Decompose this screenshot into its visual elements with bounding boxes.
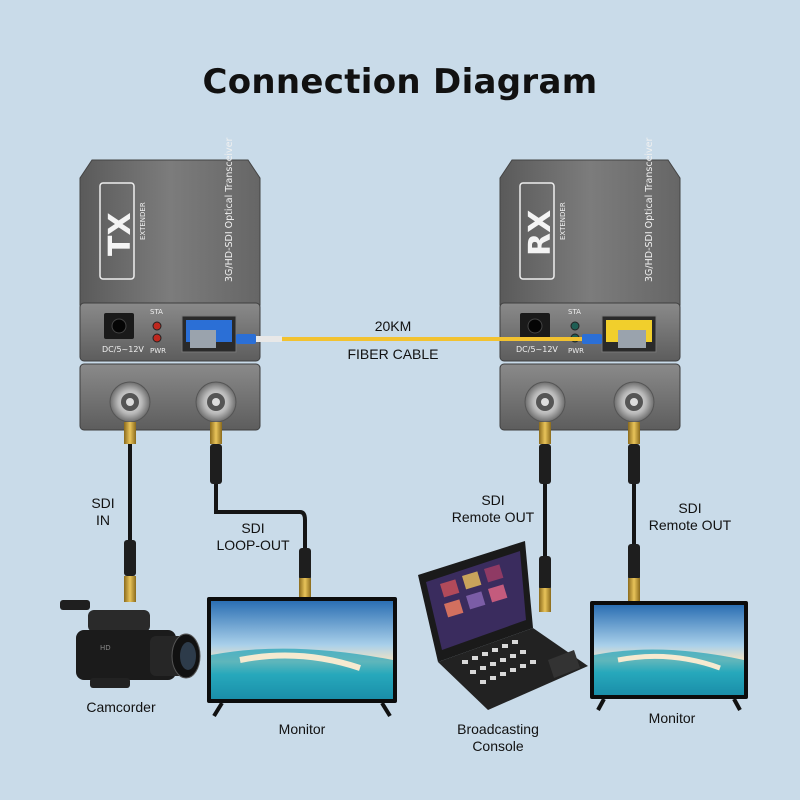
camcorder-label: Camcorder bbox=[86, 699, 156, 715]
rx-sfp-port bbox=[601, 315, 657, 353]
console-label-line1: Broadcasting bbox=[457, 721, 539, 737]
rx-sta-led bbox=[570, 321, 580, 331]
console-label: Broadcasting Console bbox=[446, 721, 550, 755]
sdi-loop-label-line2: LOOP-OUT bbox=[216, 537, 290, 553]
tx-product-name: 3G/HD-SDI Optical Transceiver bbox=[224, 137, 235, 282]
fiber-distance-label: 20KM bbox=[374, 318, 412, 334]
tx-sfp-port bbox=[181, 315, 237, 353]
sdi-in-label-line1: SDI bbox=[91, 495, 115, 511]
rx-extender-text: EXTENDER bbox=[559, 202, 567, 240]
tx-sta-label: STA bbox=[150, 308, 163, 316]
rx-sta-label: STA bbox=[568, 308, 581, 316]
sdi-cable-remote-1 bbox=[539, 422, 551, 612]
sdi-remote-label-1: SDI Remote OUT bbox=[446, 492, 540, 526]
rx-bnc-out-1 bbox=[524, 381, 566, 423]
monitor-left-image bbox=[207, 597, 397, 718]
tx-sta-led bbox=[152, 321, 162, 331]
tx-bnc-in bbox=[109, 381, 151, 423]
fiber-cable bbox=[236, 334, 602, 344]
monitor-right-image bbox=[590, 601, 748, 711]
sdi-in-label-line2: IN bbox=[96, 512, 110, 528]
tx-badge-text: TX bbox=[103, 212, 138, 256]
tx-power-label: DC/5~12V bbox=[102, 345, 144, 354]
rx-pwr-label: PWR bbox=[568, 347, 584, 355]
sdi-cable-remote-2 bbox=[628, 422, 640, 602]
rx-badge-text: RX bbox=[523, 210, 558, 256]
sdi-remote-label-2-line1: SDI bbox=[678, 500, 702, 516]
tx-badge: TX EXTENDER bbox=[99, 182, 147, 280]
tx-bnc-loop bbox=[195, 381, 237, 423]
monitor-right-label: Monitor bbox=[648, 710, 696, 726]
tx-unit: TX EXTENDER 3G/HD-SDI Optical Transceive… bbox=[79, 137, 261, 431]
sdi-cable-loop bbox=[210, 422, 311, 598]
sdi-remote-label-1-line1: SDI bbox=[481, 492, 505, 508]
rx-bnc-out-2 bbox=[613, 381, 655, 423]
sdi-loop-label-line1: SDI bbox=[241, 520, 265, 536]
sdi-loop-label: SDI LOOP-OUT bbox=[205, 520, 301, 554]
console-label-line2: Console bbox=[472, 738, 524, 754]
svg-text:HD: HD bbox=[100, 644, 111, 652]
sdi-remote-label-2: SDI Remote OUT bbox=[640, 500, 740, 534]
fiber-cable-label: FIBER CABLE bbox=[347, 346, 439, 362]
tx-pwr-led bbox=[152, 333, 162, 343]
sdi-cable-in bbox=[124, 422, 136, 602]
rx-badge: RX EXTENDER bbox=[519, 182, 567, 280]
page-title: Connection Diagram bbox=[202, 62, 598, 102]
rx-power-label: DC/5~12V bbox=[516, 345, 558, 354]
rx-product-name: 3G/HD-SDI Optical Transceiver bbox=[644, 137, 655, 282]
monitor-left-label: Monitor bbox=[278, 721, 326, 737]
camcorder-image: HD bbox=[60, 600, 201, 688]
rx-unit: RX EXTENDER 3G/HD-SDI Optical Transceive… bbox=[499, 137, 681, 431]
sdi-remote-label-1-line2: Remote OUT bbox=[451, 509, 535, 525]
sdi-in-label: SDI IN bbox=[78, 495, 128, 529]
tx-pwr-label: PWR bbox=[150, 347, 166, 355]
broadcasting-console-image bbox=[418, 541, 588, 710]
tx-extender-text: EXTENDER bbox=[139, 202, 147, 240]
sdi-remote-label-2-line2: Remote OUT bbox=[648, 517, 732, 533]
